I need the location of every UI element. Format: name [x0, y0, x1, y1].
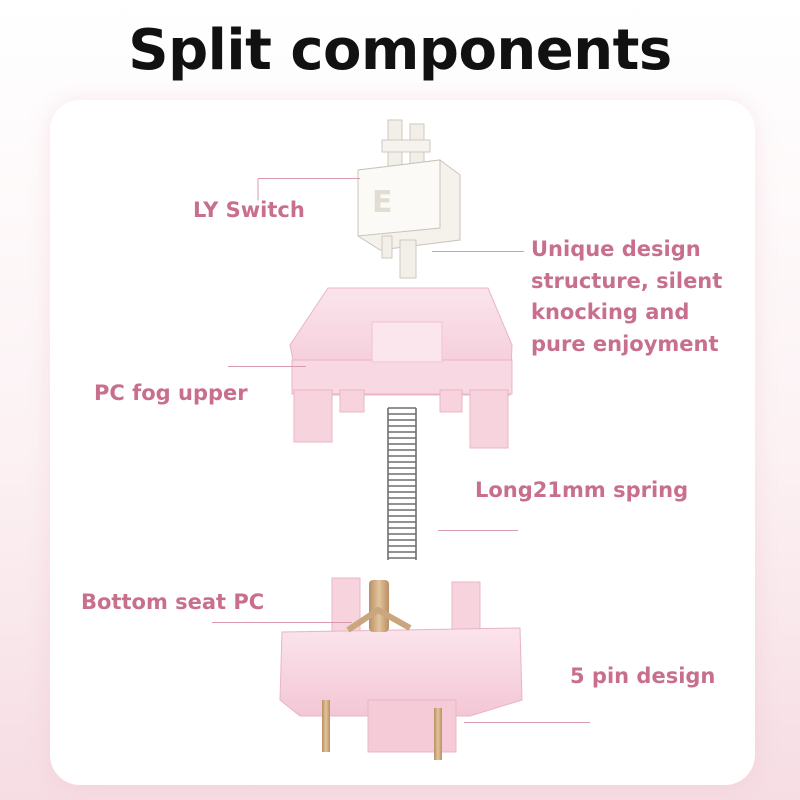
leader-line-upper: [228, 366, 306, 367]
label-unique-design: Unique design structure, silent knocking…: [531, 234, 731, 360]
leader-line-bottom: [212, 622, 352, 623]
leader-line-switch: [258, 178, 360, 179]
label-pc-fog-upper: PC fog upper: [94, 381, 248, 405]
leader-line-spring: [438, 530, 518, 531]
label-5-pin: 5 pin design: [570, 664, 715, 688]
label-bottom-seat: Bottom seat PC: [81, 590, 264, 614]
svg-text:E: E: [372, 185, 393, 220]
label-spring: Long21mm spring: [475, 478, 688, 502]
leader-line-pins: [464, 722, 590, 723]
stem-component: E: [358, 120, 460, 278]
leader-line-description: [432, 251, 524, 252]
upper-housing-component: [290, 288, 512, 448]
bottom-housing-component: [280, 578, 522, 760]
label-ly-switch: LY Switch: [193, 198, 305, 222]
spring-component: [388, 408, 416, 560]
